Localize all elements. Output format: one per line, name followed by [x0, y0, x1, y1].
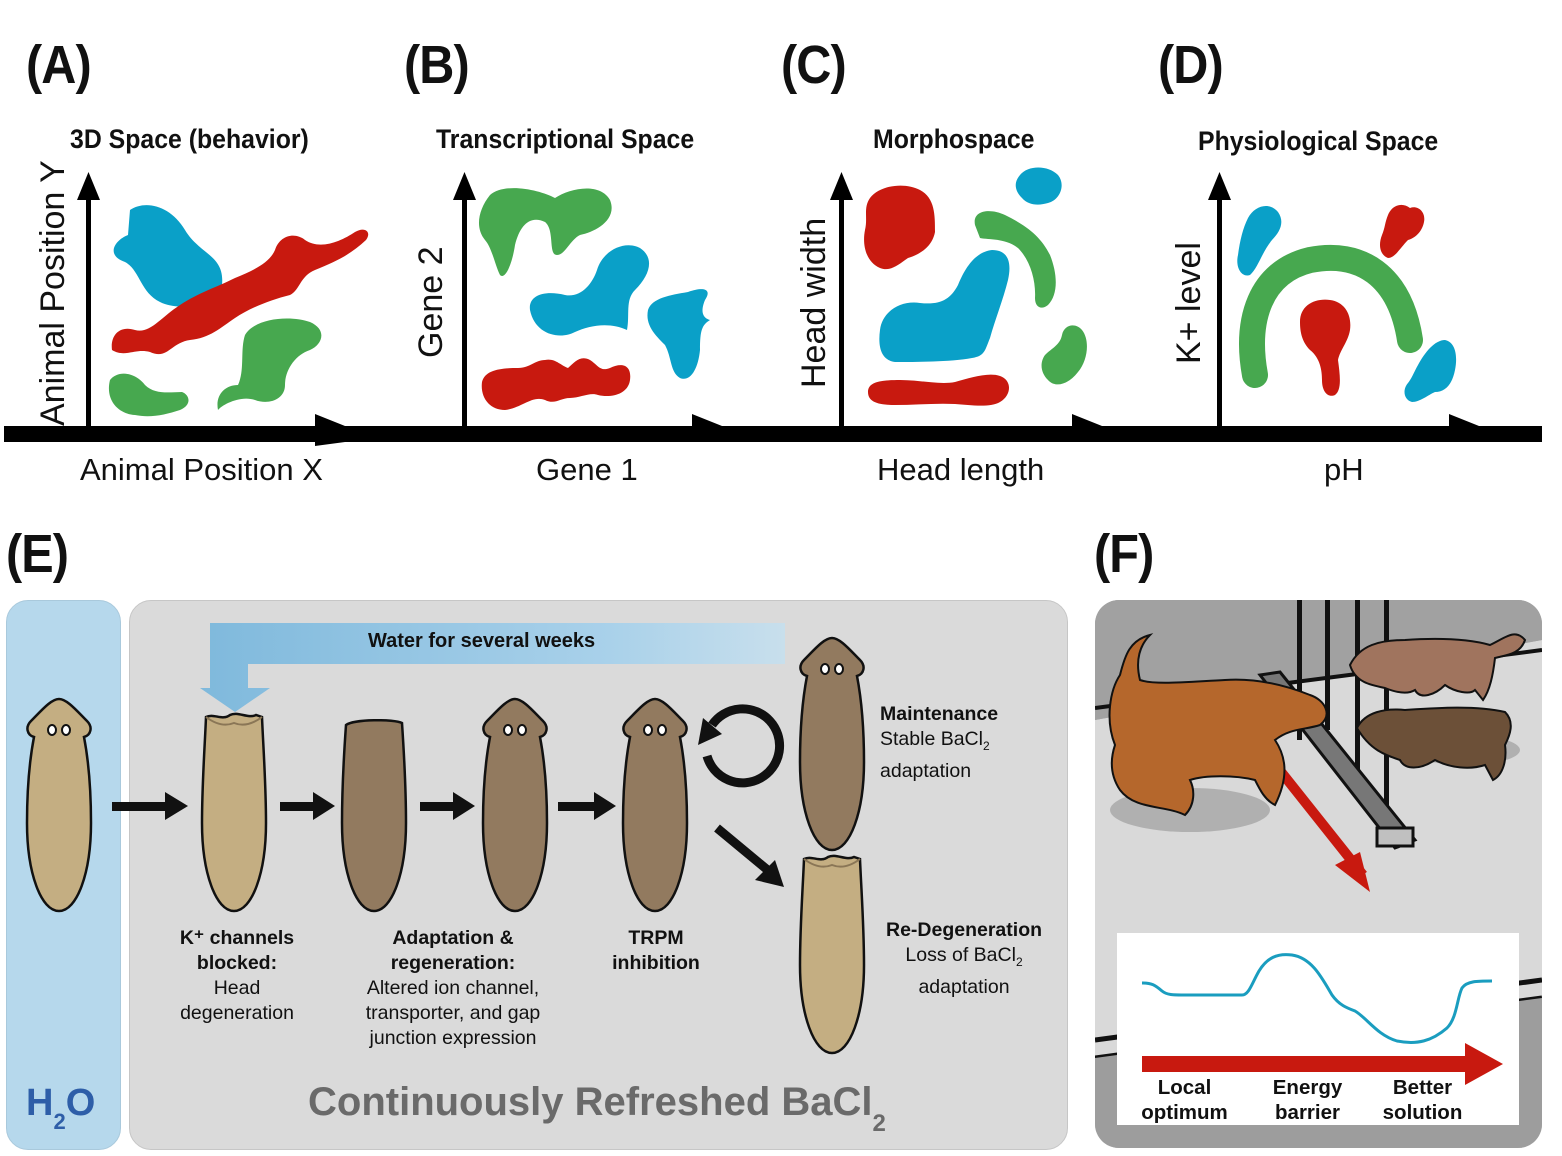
blob-a-green-right [217, 318, 322, 410]
top-row-graphics [4, 167, 1542, 446]
blob-d-red-top [1380, 204, 1425, 258]
xlabel-d: pH [1324, 452, 1364, 487]
blob-c-green-arc [974, 211, 1056, 308]
caption-redegeneration: Re-Degeneration Loss of BaCl2 adaptation [874, 918, 1054, 1000]
x-axis-arrowhead-d [1449, 414, 1479, 426]
blob-b-green [478, 188, 612, 276]
ylabel-a: Animal Position Y [34, 160, 72, 426]
blob-d-green-arc [1239, 244, 1423, 388]
caption-redegeneration-title: Re-Degeneration [885, 919, 1043, 941]
bacl-label: Continuously Refreshed BaCl2 [308, 1080, 886, 1138]
energy-axis-arrow [1142, 1056, 1472, 1072]
blob-c-green-small [1041, 325, 1087, 385]
bacl-label-main: Continuously Refreshed BaCl [308, 1080, 873, 1124]
blob-d-blue-right [1404, 340, 1457, 402]
y-axis-arrowhead-d [1208, 172, 1231, 200]
h2o-label-sub: 2 [53, 1109, 66, 1134]
dog-tan [1348, 633, 1527, 702]
caption-redegeneration-line1: Loss of BaCl [905, 944, 1016, 966]
caption-redegeneration-line2: adaptation [918, 975, 1010, 998]
y-axis-c [830, 172, 853, 430]
caption-adaptation-line3: junction expression [369, 1027, 537, 1049]
title-morphospace: Morphospace [873, 124, 1035, 154]
x-axis-arrowhead-c [1072, 414, 1102, 426]
energy-curve [1141, 953, 1493, 1044]
barrier-beam [1375, 826, 1415, 848]
blob-a-green-left [108, 373, 189, 417]
y-axis-arrowhead-c [830, 172, 853, 200]
y-axis-arrowhead-a [77, 172, 100, 200]
caption-trpm-title2: inhibition [612, 952, 700, 974]
h2o-region [6, 600, 121, 1150]
h2o-label-o: O [65, 1082, 96, 1124]
water-arrow-label: Water for several weeks [368, 630, 596, 652]
caption-k-channels-title2: blocked: [196, 952, 278, 974]
panel-letter-a: (A) [26, 35, 92, 95]
caption-redegeneration-sub: 2 [1015, 954, 1023, 969]
x-axis-arrowhead-b [692, 414, 722, 426]
ylabel-c: Head width [795, 217, 833, 388]
xlabel-b: Gene 1 [536, 452, 638, 487]
energy-axis-arrowhead [1465, 1043, 1503, 1085]
caption-trpm-title1: TRPM [628, 927, 684, 949]
blob-b-blue-right [647, 289, 710, 379]
title-3d-space: 3D Space (behavior) [70, 124, 309, 154]
energy-landscape-chart [1141, 953, 1503, 1085]
blob-a-red [111, 229, 369, 355]
blob-d-red-center [1300, 299, 1351, 396]
caption-adaptation-line2: transporter, and gap [365, 1002, 541, 1024]
blob-c-red-bottom [868, 374, 1009, 406]
xlabel-a: Animal Position X [80, 452, 323, 487]
x-axis-arrowhead-a-lower [315, 442, 345, 446]
caption-k-channels-line1: Head [213, 977, 261, 999]
label-better-solution: Better solution [1382, 1076, 1463, 1124]
ylabel-b: Gene 2 [412, 246, 450, 358]
label-local-optimum: Local optimum [1141, 1076, 1228, 1124]
y-axis-arrowhead-b [453, 172, 476, 200]
dog-dark [1355, 706, 1512, 782]
panel-letter-f: (F) [1094, 524, 1154, 584]
x-axis-arrowhead-a [315, 414, 345, 426]
blob-b-blue-center [529, 245, 650, 336]
caption-maintenance-line1: Stable BaCl [880, 728, 983, 750]
title-physiological-space: Physiological Space [1198, 126, 1439, 156]
h2o-label: H2O [26, 1082, 95, 1135]
h2o-label-h: H [26, 1082, 54, 1124]
blob-b-red [481, 358, 631, 410]
bacl-region [129, 600, 1068, 1150]
caption-adaptation-line1: Altered ion channel, [366, 977, 540, 999]
panel-f-scene: Local optimum Energy barrier Better solu… [1095, 600, 1542, 1148]
y-axis-b [453, 172, 476, 430]
caption-k-channels-line2: degeneration [180, 1002, 294, 1024]
caption-adaptation: Adaptation & regeneration: Altered ion c… [348, 926, 558, 1051]
caption-k-channels-title1: K⁺ channels [179, 927, 295, 949]
caption-adaptation-title2: regeneration: [390, 952, 516, 974]
caption-maintenance: Maintenance Stable BaCl2 adaptation [880, 702, 998, 784]
blob-c-blue-large [879, 250, 1010, 362]
panel-letter-b: (B) [404, 35, 470, 95]
blob-c-blue-small [1015, 167, 1062, 205]
xlabel-c: Head length [877, 452, 1045, 487]
y-axis-d [1208, 172, 1231, 430]
blob-d-blue-left [1237, 206, 1282, 276]
blob-c-red-top [864, 185, 935, 270]
panel-letter-e: (E) [6, 524, 69, 584]
shared-x-axis-bar [4, 426, 1542, 442]
dog-orange [1108, 633, 1328, 817]
title-transcriptional-space: Transcriptional Space [436, 124, 695, 154]
caption-trpm: TRPM inhibition [600, 926, 712, 976]
ylabel-d: K+ level [1170, 242, 1208, 364]
caption-maintenance-sub: 2 [982, 738, 990, 753]
caption-k-channels: K⁺ channels blocked: Head degeneration [170, 926, 304, 1026]
label-energy-barrier: Energy barrier [1272, 1076, 1343, 1124]
panel-letter-c: (C) [781, 35, 847, 95]
caption-adaptation-title1: Adaptation & [392, 927, 514, 949]
caption-maintenance-line2: adaptation [880, 759, 972, 782]
panel-letter-d: (D) [1158, 35, 1224, 95]
y-axis-a [77, 172, 100, 430]
bacl-label-sub: 2 [872, 1110, 886, 1137]
caption-maintenance-title: Maintenance [880, 703, 999, 725]
blob-a-blue [113, 205, 223, 307]
energy-landscape-box: Local optimum Energy barrier Better solu… [1117, 933, 1519, 1125]
